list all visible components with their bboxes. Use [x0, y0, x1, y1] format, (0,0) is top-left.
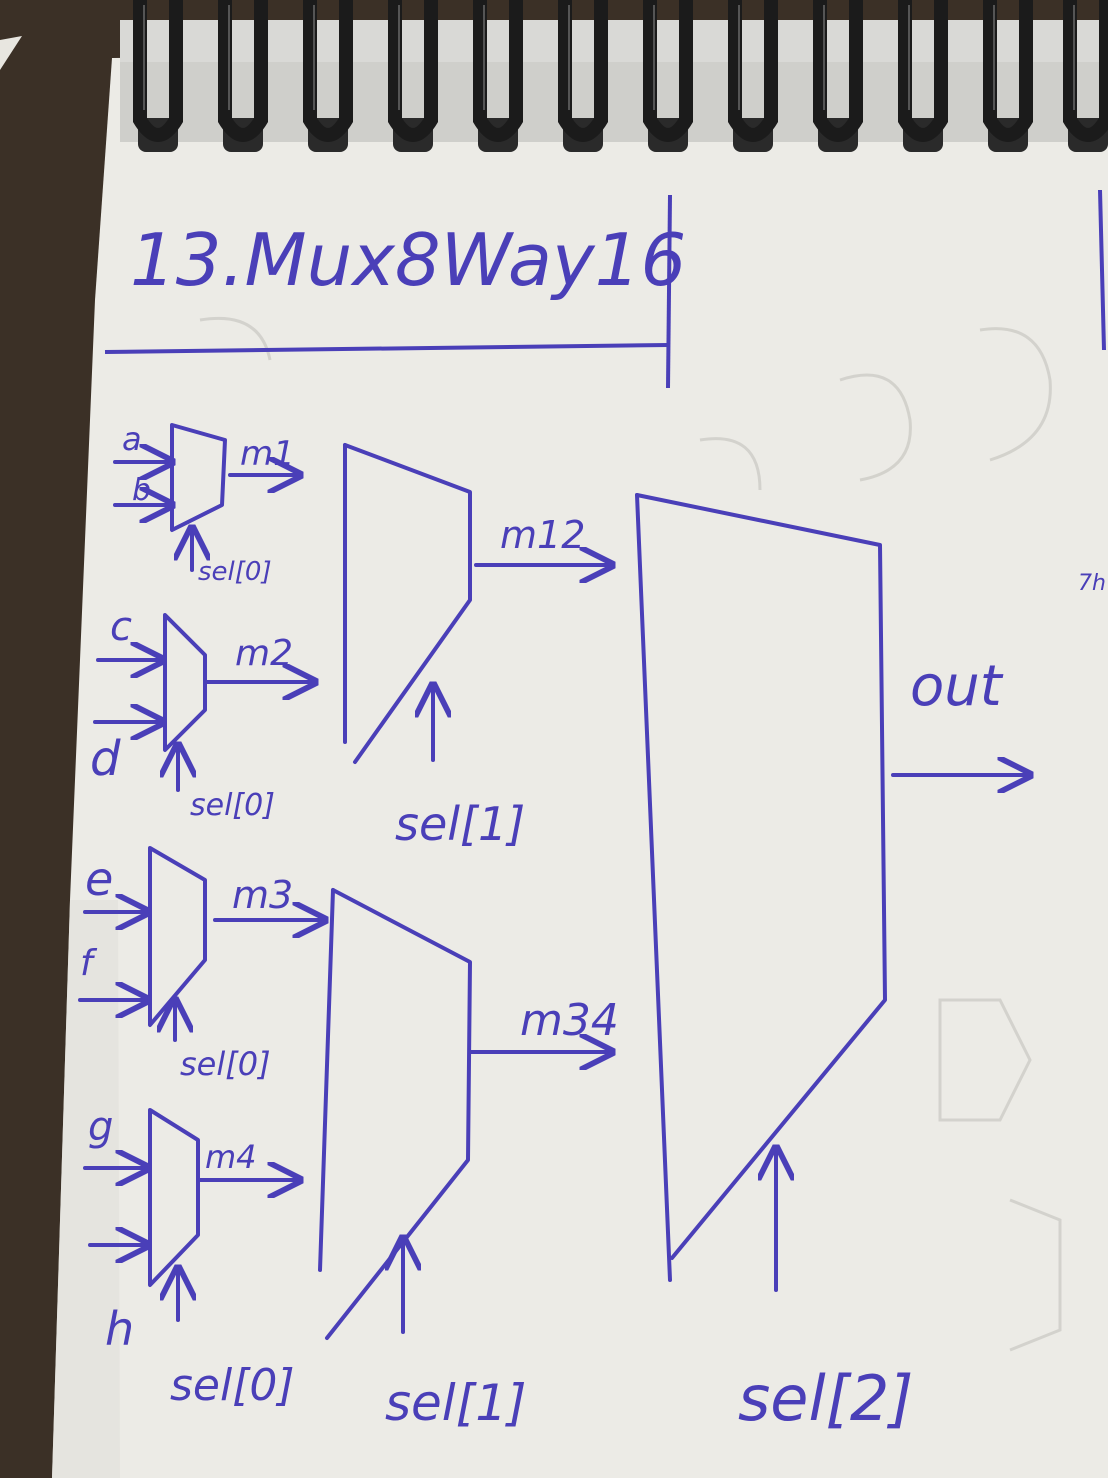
page-shadow-edge [52, 900, 120, 1478]
label-h: h [105, 1302, 134, 1356]
spiral-coil [728, 0, 778, 142]
mux-m34-left-edge [318, 888, 335, 1272]
mux-m4 [148, 1108, 200, 1287]
spiral-coil [133, 0, 183, 142]
spiral-coil [1063, 0, 1108, 142]
title-divider [666, 194, 672, 389]
spiral-coil [643, 0, 693, 142]
right-margin-line [1098, 189, 1106, 351]
label-b: b [132, 473, 151, 508]
mux-m3 [148, 846, 207, 1027]
label-sel0-m4: sel[0] [170, 1360, 295, 1411]
mux-final [635, 493, 887, 1260]
label-sel1-m12: sel[1] [395, 797, 525, 851]
paper-corner-scrap [0, 36, 22, 70]
label-sel0-m2: sel[0] [190, 788, 275, 823]
label-g: g [88, 1104, 113, 1150]
spiral-coil [898, 0, 948, 142]
label-sel0-m1: sel[0] [198, 557, 272, 587]
label-m4: m4 [205, 1138, 257, 1176]
label-e: e [85, 852, 113, 906]
label-m34: m34 [520, 995, 619, 1046]
label-sel0-m3: sel[0] [180, 1045, 271, 1083]
spiral-coil [303, 0, 353, 142]
label-sel1-m34: sel[1] [385, 1374, 527, 1432]
label-d: d [90, 731, 121, 787]
mux-final-left-edge [635, 493, 672, 1282]
spiral-coil [218, 0, 268, 142]
spiral-coils [133, 0, 1108, 152]
spiral-binding [120, 20, 1108, 142]
cutoff-mark: 7h [1078, 571, 1106, 596]
label-a: a [122, 420, 142, 458]
spiral-coil [558, 0, 608, 142]
spiral-coil [388, 0, 438, 142]
spiral-coil [473, 0, 523, 142]
mux-m12 [343, 443, 472, 764]
label-sel2: sel[2] [738, 1362, 914, 1435]
notebook-page [52, 48, 1108, 1478]
label-m1: m1 [240, 434, 295, 474]
spiral-coil [813, 0, 863, 142]
label-out: out [910, 654, 1004, 719]
label-c: c [110, 604, 132, 650]
title-underline [104, 343, 669, 354]
label-m2: m2 [235, 633, 293, 674]
label-m12: m12 [500, 513, 585, 557]
page-title: 13.Mux8Way16 [130, 218, 686, 302]
label-m3: m3 [232, 873, 293, 917]
spiral-coil [983, 0, 1033, 142]
